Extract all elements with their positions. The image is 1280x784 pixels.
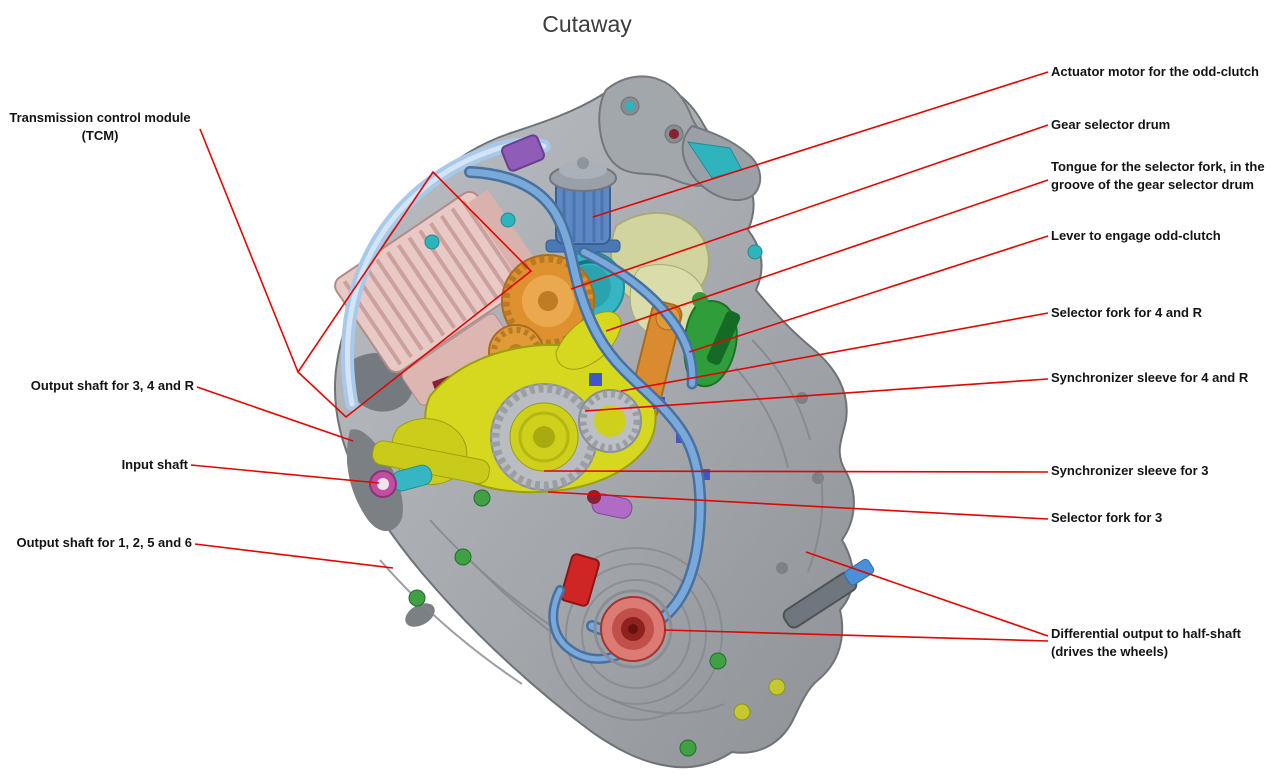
leader-selector-fork-tongue bbox=[605, 179, 1049, 332]
leader-tcm bbox=[199, 128, 299, 373]
output-lever bbox=[782, 558, 875, 629]
leader-odd-clutch-lever bbox=[688, 235, 1049, 353]
differential-output-part bbox=[593, 589, 673, 669]
label-gear-selector-drum: Gear selector drum bbox=[1051, 117, 1171, 132]
leader-differential-b bbox=[663, 629, 1049, 642]
label-line: Transmission control module bbox=[9, 110, 191, 125]
label-output-shaft-1-2-5-6: Output shaft for 1, 2, 5 and 6 bbox=[16, 535, 192, 550]
label-synchronizer-sleeve-4-r: Synchronizer sleeve for 4 and R bbox=[1051, 370, 1249, 385]
selector-fork-part bbox=[683, 292, 741, 388]
bell-housing-ribs bbox=[549, 547, 723, 721]
label-line: Tongue for the selector fork, in the bbox=[1051, 159, 1265, 174]
label-line: Differential output to half-shaft bbox=[1051, 626, 1241, 641]
label-actuator-motor: Actuator motor for the odd-clutch bbox=[1051, 64, 1259, 79]
leader-synchronizer-sleeve-3 bbox=[543, 470, 1049, 473]
leader-selector-fork-3 bbox=[547, 491, 1049, 520]
leader-synchronizer-sleeve-4-r bbox=[584, 378, 1049, 412]
actuator-motor-part bbox=[545, 157, 621, 253]
leader-output-shaft-1-2-5-6 bbox=[194, 543, 394, 569]
label-selector-fork-tongue: Tongue for the selector fork, in the gro… bbox=[1051, 158, 1277, 194]
leader-gear-selector-drum bbox=[570, 124, 1049, 290]
tcm-outline bbox=[296, 170, 533, 419]
label-odd-clutch-lever: Lever to engage odd-clutch bbox=[1051, 228, 1221, 243]
housing-ridges bbox=[379, 339, 824, 715]
leader-input-shaft bbox=[190, 464, 380, 484]
leader-differential-a bbox=[805, 551, 1049, 637]
small-components bbox=[369, 134, 786, 757]
leader-output-shaft-3-4-r bbox=[196, 386, 354, 442]
label-line: (drives the wheels) bbox=[1051, 644, 1169, 659]
label-selector-fork-3: Selector fork for 3 bbox=[1051, 510, 1163, 525]
label-output-shaft-3-4-r: Output shaft for 3, 4 and R bbox=[30, 378, 194, 393]
tcm-module bbox=[334, 189, 541, 406]
leader-selector-fork-4-r bbox=[620, 312, 1049, 392]
label-selector-fork-4-r: Selector fork for 4 and R bbox=[1051, 305, 1202, 320]
label-input-shaft: Input shaft bbox=[121, 457, 188, 472]
label-line: groove of the gear selector drum bbox=[1051, 177, 1254, 192]
label-transmission-control-module: Transmission control module (TCM) bbox=[2, 109, 198, 145]
label-differential-output: Differential output to half-shaft (drive… bbox=[1051, 625, 1266, 661]
label-line: (TCM) bbox=[81, 128, 119, 143]
leader-lines bbox=[190, 71, 1049, 642]
diagram-title: Cutaway bbox=[542, 11, 632, 37]
leader-actuator-motor bbox=[592, 71, 1049, 218]
label-synchronizer-sleeve-3: Synchronizer sleeve for 3 bbox=[1051, 463, 1209, 478]
